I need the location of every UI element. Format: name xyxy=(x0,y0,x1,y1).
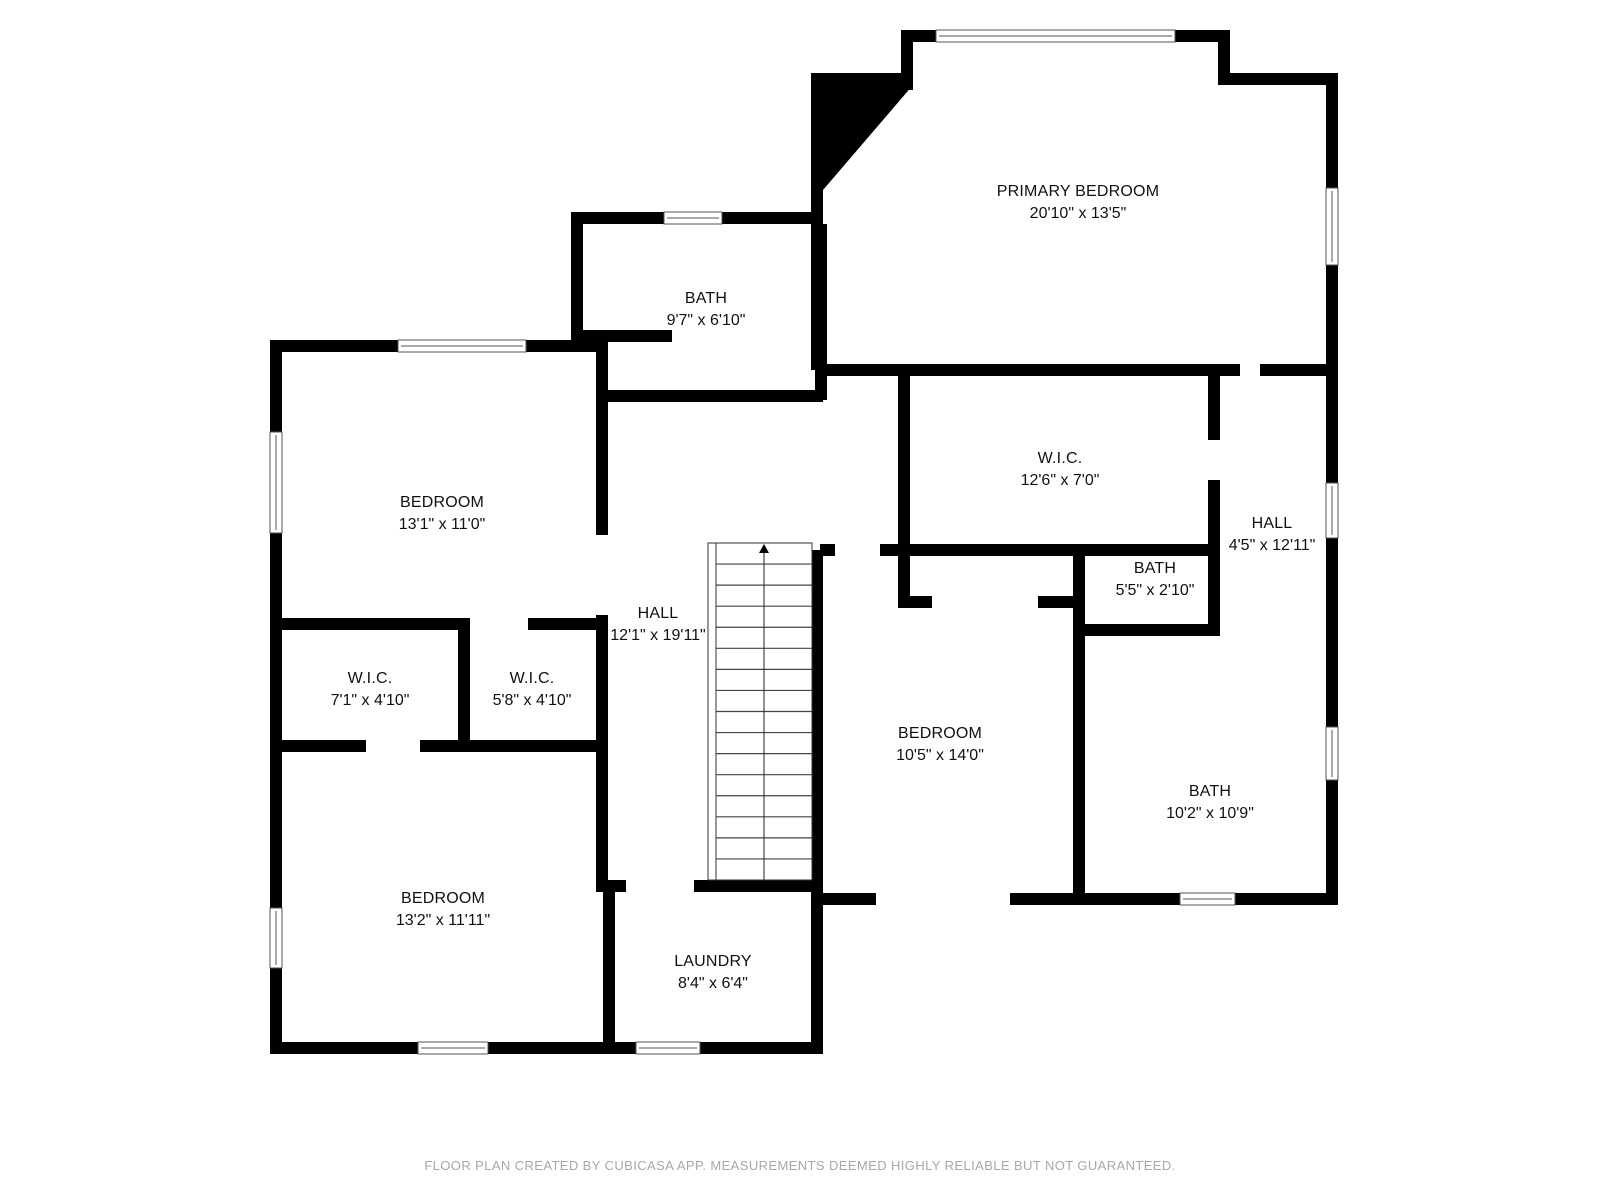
disclaimer-footer: FLOOR PLAN CREATED BY CUBICASA APP. MEAS… xyxy=(424,1158,1176,1173)
room-dimensions: 13'2" x 11'11" xyxy=(395,912,491,929)
room-dimensions: 12'6" x 7'0" xyxy=(1020,472,1100,489)
room-dimensions: 5'8" x 4'10" xyxy=(492,692,572,709)
room-dimensions: 20'10" x 13'5" xyxy=(1029,205,1127,222)
window xyxy=(663,211,723,225)
room-name: LAUNDRY xyxy=(674,953,752,970)
room-label-bath-upper: BATH 9'7" x 6'10" xyxy=(667,288,746,332)
wall-segment xyxy=(694,880,823,892)
window xyxy=(1325,726,1339,781)
room-label-bedroom-sw: BEDROOM 13'2" x 11'11" xyxy=(396,888,490,932)
wall-segment xyxy=(282,618,470,630)
window xyxy=(635,1041,701,1055)
wall-segment xyxy=(820,544,835,556)
wall-segment xyxy=(528,618,608,630)
room-label-wic-2: W.I.C. 5'8" x 4'10" xyxy=(493,668,572,712)
wall-segment xyxy=(811,550,823,1054)
room-dimensions: 5'5" x 2'10" xyxy=(1115,582,1195,599)
room-name: BEDROOM xyxy=(897,725,983,742)
wall-segment xyxy=(1208,370,1220,440)
room-dimensions: 8'4" x 6'4" xyxy=(678,975,748,992)
wall-segment xyxy=(1218,73,1338,85)
room-label-bath-small: BATH 5'5" x 2'10" xyxy=(1116,558,1195,602)
wall-segment xyxy=(1038,596,1083,608)
wall-segment xyxy=(898,370,910,608)
window xyxy=(417,1041,489,1055)
room-dimensions: 10'5" x 14'0" xyxy=(896,747,984,764)
room-label-bedroom-center: BEDROOM 10'5" x 14'0" xyxy=(896,723,984,767)
walls xyxy=(270,30,1338,1054)
room-name: HALL xyxy=(1251,515,1293,532)
room-dimensions: 4'5" x 12'11" xyxy=(1228,537,1316,554)
room-dimensions: 13'1" x 11'0" xyxy=(398,516,486,533)
room-name: BATH xyxy=(1133,560,1177,577)
wall-segment xyxy=(270,1042,823,1054)
chimney-chase xyxy=(811,73,913,190)
window xyxy=(1325,482,1339,539)
window xyxy=(1325,187,1339,266)
room-name: W.I.C. xyxy=(347,670,393,687)
room-name: BEDROOM xyxy=(400,890,486,907)
room-label-hall-east: HALL 4'5" x 12'11" xyxy=(1229,513,1316,557)
stair-direction-arrow-icon xyxy=(759,544,769,553)
room-label-bedroom-nw: BEDROOM 13'1" x 11'0" xyxy=(399,492,486,536)
room-name: BEDROOM xyxy=(399,494,485,511)
wall-segment xyxy=(1073,550,1085,900)
room-label-hall-central: HALL 12'1" x 19'11" xyxy=(610,603,705,647)
wall-segment xyxy=(823,364,1240,376)
wall-segment xyxy=(823,893,876,905)
window xyxy=(1179,892,1236,906)
room-name: W.I.C. xyxy=(509,670,555,687)
room-name: HALL xyxy=(637,605,679,622)
room-dimensions: 10'2" x 10'9" xyxy=(1166,805,1254,822)
room-dimensions: 12'1" x 19'11" xyxy=(610,627,706,644)
windows xyxy=(269,29,1339,1055)
wall-segment xyxy=(880,544,1220,556)
wall-segment xyxy=(282,740,366,752)
wall-segment xyxy=(596,340,608,535)
wall-segment xyxy=(1010,893,1338,905)
room-name: BATH xyxy=(1188,783,1232,800)
staircase xyxy=(707,542,813,881)
wall-segment xyxy=(815,224,827,400)
room-dimensions: 9'7" x 6'10" xyxy=(666,312,746,329)
wall-segment xyxy=(1260,364,1338,376)
room-label-wic-primary: W.I.C. 12'6" x 7'0" xyxy=(1021,448,1100,492)
room-name: BATH xyxy=(684,290,728,307)
wall-segment xyxy=(420,740,608,752)
window xyxy=(269,431,283,534)
wall-segment xyxy=(898,596,932,608)
window xyxy=(397,339,527,353)
room-label-bath-east: BATH 10'2" x 10'9" xyxy=(1166,781,1254,825)
wall-segment xyxy=(571,212,583,340)
window xyxy=(269,907,283,969)
room-label-wic-1: W.I.C. 7'1" x 4'10" xyxy=(331,668,410,712)
wall-segment xyxy=(1218,30,1230,85)
room-label-laundry: LAUNDRY 8'4" x 6'4" xyxy=(674,951,752,995)
room-label-primary-bedroom: PRIMARY BEDROOM 20'10" x 13'5" xyxy=(997,181,1159,225)
wall-segment xyxy=(1073,624,1220,636)
room-name: W.I.C. xyxy=(1037,450,1083,467)
window xyxy=(935,29,1176,43)
wall-segment xyxy=(458,618,470,745)
room-dimensions: 7'1" x 4'10" xyxy=(330,692,410,709)
room-name: PRIMARY BEDROOM xyxy=(996,183,1160,200)
wall-segment xyxy=(603,880,615,1054)
wall-segment xyxy=(608,390,823,402)
